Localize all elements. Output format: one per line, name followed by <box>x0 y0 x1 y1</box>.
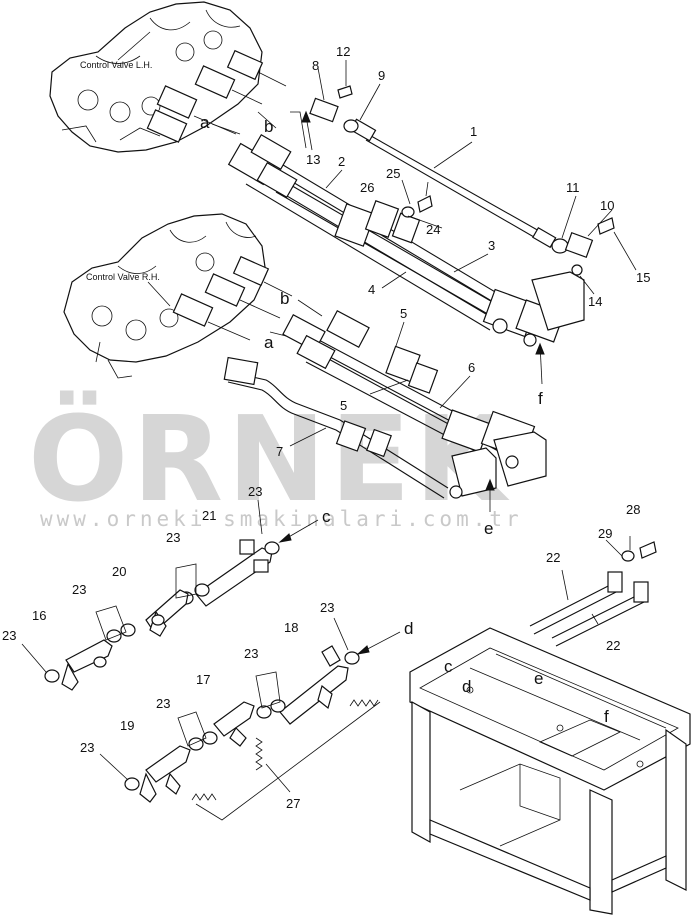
callout-23-c: 23 <box>72 582 86 597</box>
callout-4: 4 <box>368 282 375 297</box>
callout-23-b: 23 <box>166 530 180 545</box>
leader-valve-lh <box>117 31 151 61</box>
callout-16: 16 <box>32 608 46 623</box>
callout-23-f: 23 <box>244 646 258 661</box>
callout-24: 24 <box>426 222 440 237</box>
callout-27: 27 <box>286 796 300 811</box>
letter-c-frame: c <box>444 657 453 676</box>
callout-23-e: 23 <box>320 600 334 615</box>
letter-a-lower: a <box>264 333 274 352</box>
callout-22-lower: 22 <box>606 638 620 653</box>
callout-7: 7 <box>276 444 283 459</box>
letter-b-lower: b <box>280 289 289 308</box>
callout-8: 8 <box>312 58 319 73</box>
callout-19: 19 <box>120 718 134 733</box>
label-control-valve-lh: Control Valve L.H. <box>80 60 152 70</box>
callout-3: 3 <box>488 238 495 253</box>
callout-17: 17 <box>196 672 210 687</box>
levers <box>44 539 381 821</box>
leader-valve-rh <box>147 281 171 307</box>
letter-d-frame: d <box>462 677 471 696</box>
letter-d: d <box>404 619 413 638</box>
callout-29: 29 <box>598 526 612 541</box>
label-control-valve-rh: Control Valve R.H. <box>86 272 160 282</box>
callout-1: 1 <box>470 124 477 139</box>
callout-11: 11 <box>566 180 580 195</box>
callout-5-lower: 5 <box>340 398 347 413</box>
letter-f-frame: f <box>604 707 609 726</box>
callout-10: 10 <box>600 198 614 213</box>
letter-a-upper: a <box>200 113 210 132</box>
callout-6: 6 <box>468 360 475 375</box>
callout-25: 25 <box>386 166 400 181</box>
callout-2: 2 <box>338 154 345 169</box>
callout-23-d: 23 <box>2 628 16 643</box>
callout-numbers: 1 2 3 4 5 5 6 7 8 9 10 11 12 13 14 15 16… <box>2 44 650 811</box>
letter-c: c <box>322 507 331 526</box>
callout-18: 18 <box>284 620 298 635</box>
callout-5-upper: 5 <box>400 306 407 321</box>
watermark-url: www.orneki smakinalari.com.tr <box>40 507 523 531</box>
callout-20: 20 <box>112 564 126 579</box>
control-valve-right <box>63 213 293 379</box>
connection-letters: a b a b c d e f c d e f <box>200 113 609 726</box>
letter-e: e <box>484 519 493 538</box>
letter-e-frame: e <box>534 669 543 688</box>
callout-28: 28 <box>626 502 640 517</box>
callout-22-upper: 22 <box>546 550 560 565</box>
callout-23-g: 23 <box>156 696 170 711</box>
control-valve-left <box>49 1 287 153</box>
callout-26: 26 <box>360 180 374 195</box>
callout-13: 13 <box>306 152 320 167</box>
callout-9: 9 <box>378 68 385 83</box>
stand-frame <box>409 541 691 915</box>
watermark: ÖRNEK www.orneki smakinalari.com.tr <box>28 390 523 531</box>
callout-14: 14 <box>588 294 602 309</box>
callout-15: 15 <box>636 270 650 285</box>
callout-12: 12 <box>336 44 350 59</box>
callout-23-h: 23 <box>80 740 94 755</box>
watermark-brand: ÖRNEK <box>28 390 511 528</box>
letter-f: f <box>538 389 543 408</box>
leader-lines <box>21 60 637 781</box>
callout-23-a: 23 <box>248 484 262 499</box>
lower-linkage <box>223 310 547 499</box>
upper-linkage <box>227 85 615 347</box>
letter-b-upper: b <box>264 117 273 136</box>
callout-21: 21 <box>202 508 216 523</box>
